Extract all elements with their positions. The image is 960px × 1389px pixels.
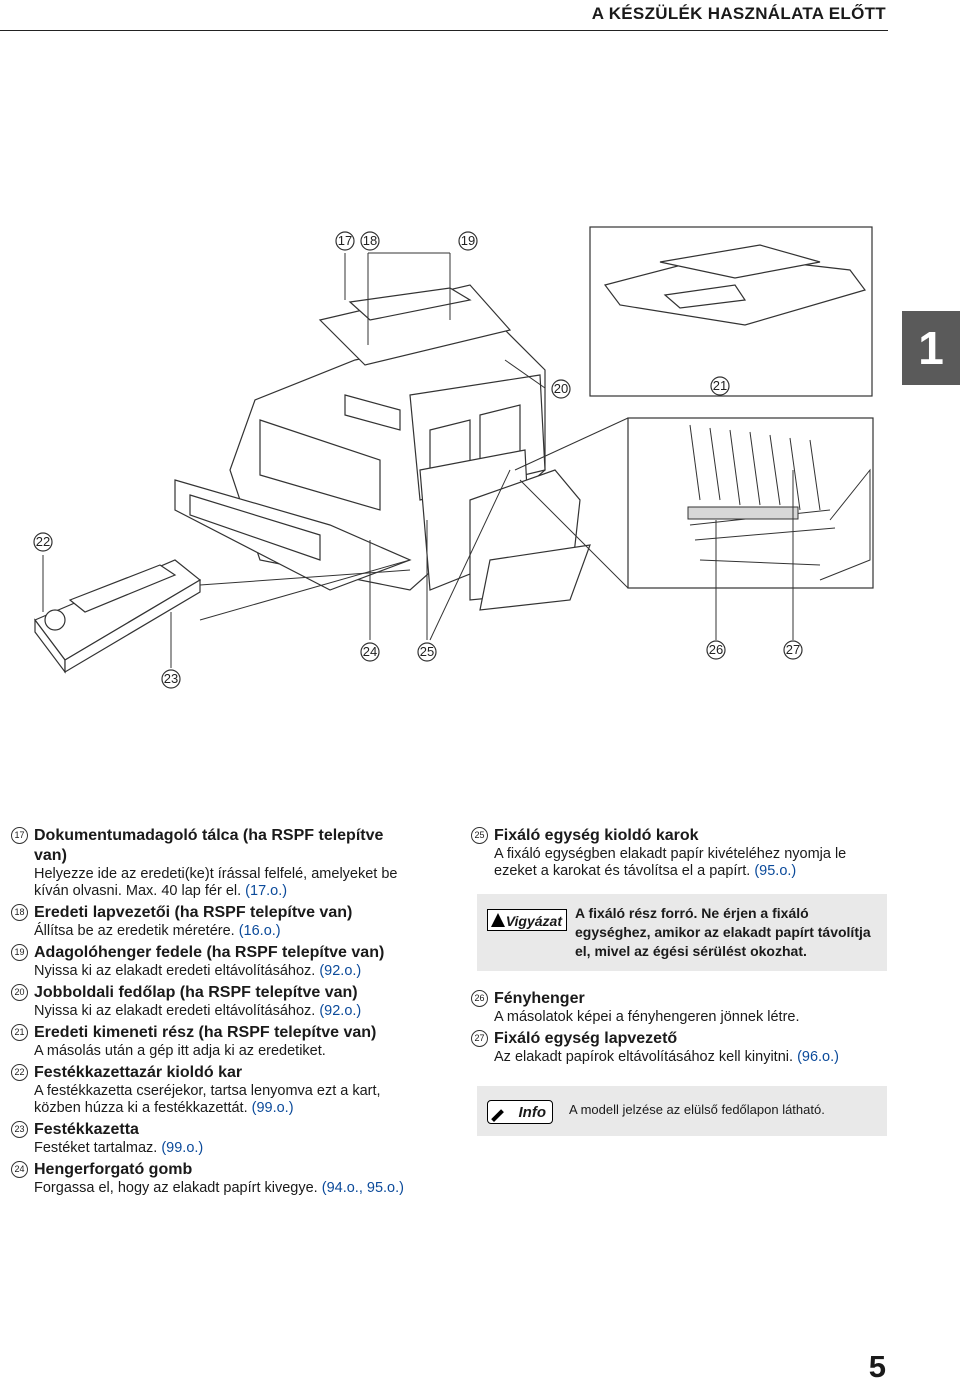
header-divider — [0, 30, 888, 31]
item-number: 20 — [11, 984, 28, 1001]
svg-text:23: 23 — [164, 671, 178, 686]
item-desc: Helyezze ide az eredeti(ke)t írással fel… — [34, 866, 398, 899]
item-title: Festékkazettazár kioldó kar — [34, 1064, 243, 1081]
item-desc: Nyissa ki az elakadt eredeti eltávolítás… — [34, 963, 362, 979]
callout-26: 26 — [706, 640, 726, 660]
info-badge: Info — [487, 1100, 553, 1124]
svg-text:25: 25 — [420, 644, 434, 659]
callout-17: 17 — [335, 231, 355, 251]
caution-text: A fixáló rész forró. Ne érjen a fixáló e… — [575, 905, 871, 959]
svg-text:21: 21 — [713, 378, 727, 393]
svg-text:18: 18 — [363, 233, 377, 248]
item-desc: Festéket tartalmaz. (99.o.) — [34, 1140, 204, 1156]
callout-27: 27 — [783, 640, 803, 660]
page-ref-link[interactable]: (16.o.) — [238, 923, 281, 939]
item-number: 26 — [471, 990, 488, 1007]
callout-18: 18 — [360, 231, 380, 251]
page-number: 5 — [868, 1349, 886, 1384]
item-title: Jobboldali fedőlap (ha RSPF telepítve va… — [34, 984, 358, 1001]
list-item: 24 Hengerforgató gomb Forgassa el, hogy … — [11, 1160, 411, 1197]
item-desc: A másolás után a gép itt adja ki az ered… — [34, 1043, 326, 1059]
caution-badge: Vigyázat — [487, 909, 567, 931]
svg-text:17: 17 — [338, 233, 352, 248]
page-ref-link[interactable]: (95.o.) — [754, 863, 797, 879]
right-description-column: 25 Fixáló egység kioldó karok A fixáló e… — [471, 826, 891, 1136]
list-item: 17 Dokumentumadagoló tálca (ha RSPF tele… — [11, 826, 411, 900]
page-ref-link[interactable]: (99.o.) — [251, 1100, 294, 1116]
item-title: Adagolóhenger fedele (ha RSPF telepítve … — [34, 944, 385, 961]
callout-20: 20 — [551, 379, 571, 399]
list-item: 27 Fixáló egység lapvezető Az elakadt pa… — [471, 1029, 891, 1066]
toner-cartridge-illustration — [34, 559, 202, 674]
list-item: 23 Festékkazetta Festéket tartalmaz. (99… — [11, 1120, 411, 1157]
callout-25: 25 — [417, 642, 437, 662]
item-desc: A festékkazetta cseréjekor, tartsa lenyo… — [34, 1083, 381, 1116]
caution-box: Vigyázat A fixáló rész forró. Ne érjen a… — [477, 894, 887, 971]
item-desc: Nyissa ki az elakadt eredeti eltávolítás… — [34, 1003, 362, 1019]
page-header-title: A KÉSZÜLÉK HASZNÁLATA ELŐTT — [591, 4, 886, 23]
item-number: 17 — [11, 827, 28, 844]
inset-fuser-box — [627, 417, 874, 589]
info-box: Info A modell jelzése az elülső fedőlapo… — [477, 1086, 887, 1136]
page-ref-link[interactable]: (92.o.) — [319, 963, 362, 979]
page-ref-link[interactable]: (99.o.) — [161, 1140, 204, 1156]
svg-text:19: 19 — [461, 233, 475, 248]
page-ref-link[interactable]: (94.o., 95.o.) — [321, 1180, 404, 1196]
svg-text:26: 26 — [709, 642, 723, 657]
svg-text:24: 24 — [363, 644, 377, 659]
callout-22: 22 — [33, 532, 53, 552]
item-number: 23 — [11, 1121, 28, 1138]
left-description-column: 17 Dokumentumadagoló tálca (ha RSPF tele… — [11, 826, 411, 1200]
info-text: A modell jelzése az elülső fedőlapon lát… — [569, 1102, 825, 1117]
page-ref-link[interactable]: (17.o.) — [245, 883, 288, 899]
callout-23: 23 — [161, 669, 181, 689]
item-number: 24 — [11, 1161, 28, 1178]
pencil-icon — [491, 1109, 504, 1122]
item-title: Dokumentumadagoló tálca (ha RSPF telepít… — [34, 827, 384, 864]
list-item: 19 Adagolóhenger fedele (ha RSPF telepít… — [11, 943, 411, 980]
list-item: 25 Fixáló egység kioldó karok A fixáló e… — [471, 826, 891, 880]
item-desc: A másolatok képei a fényhengeren jönnek … — [494, 1009, 800, 1025]
item-title: Hengerforgató gomb — [34, 1161, 193, 1178]
item-desc: Forgassa el, hogy az elakadt papírt kive… — [34, 1180, 404, 1196]
item-desc: Az elakadt papírok eltávolításához kell … — [494, 1049, 839, 1065]
copier-diagram: 17 18 19 20 21 22 23 24 25 26 27 — [33, 226, 874, 689]
list-item: 20 Jobboldali fedőlap (ha RSPF telepítve… — [11, 983, 411, 1020]
item-number: 25 — [471, 827, 488, 844]
item-title: Fényhenger — [494, 990, 585, 1007]
copier-illustration — [174, 284, 591, 611]
item-title: Festékkazetta — [34, 1121, 139, 1138]
svg-text:27: 27 — [786, 642, 800, 657]
callout-19: 19 — [458, 231, 478, 251]
svg-text:20: 20 — [554, 381, 568, 396]
list-item: 22 Festékkazettazár kioldó kar A festékk… — [11, 1063, 411, 1117]
list-item: 21 Eredeti kimeneti rész (ha RSPF telepí… — [11, 1023, 411, 1060]
item-title: Eredeti kimeneti rész (ha RSPF telepítve… — [34, 1024, 377, 1041]
callout-24: 24 — [360, 642, 380, 662]
callout-21: 21 — [710, 376, 730, 396]
item-title: Fixáló egység lapvezető — [494, 1030, 678, 1047]
list-item: 18 Eredeti lapvezetői (ha RSPF telepítve… — [11, 903, 411, 940]
page-ref-link[interactable]: (92.o.) — [319, 1003, 362, 1019]
item-number: 18 — [11, 904, 28, 921]
page-ref-link[interactable]: (96.o.) — [797, 1049, 839, 1065]
item-number: 22 — [11, 1064, 28, 1081]
item-desc: Állítsa be az eredetik méretére. (16.o.) — [34, 923, 281, 939]
item-number: 21 — [11, 1024, 28, 1041]
item-number: 27 — [471, 1030, 488, 1047]
item-title: Eredeti lapvezetői (ha RSPF telepítve va… — [34, 904, 353, 921]
item-desc: A fixáló egységben elakadt papír kivétel… — [494, 846, 847, 879]
chapter-tab: 1 — [902, 311, 960, 385]
item-number: 19 — [11, 944, 28, 961]
item-title: Fixáló egység kioldó karok — [494, 827, 699, 844]
svg-text:22: 22 — [36, 534, 50, 549]
warning-triangle-icon — [491, 913, 505, 927]
list-item: 26 Fényhenger A másolatok képei a fényhe… — [471, 989, 891, 1026]
